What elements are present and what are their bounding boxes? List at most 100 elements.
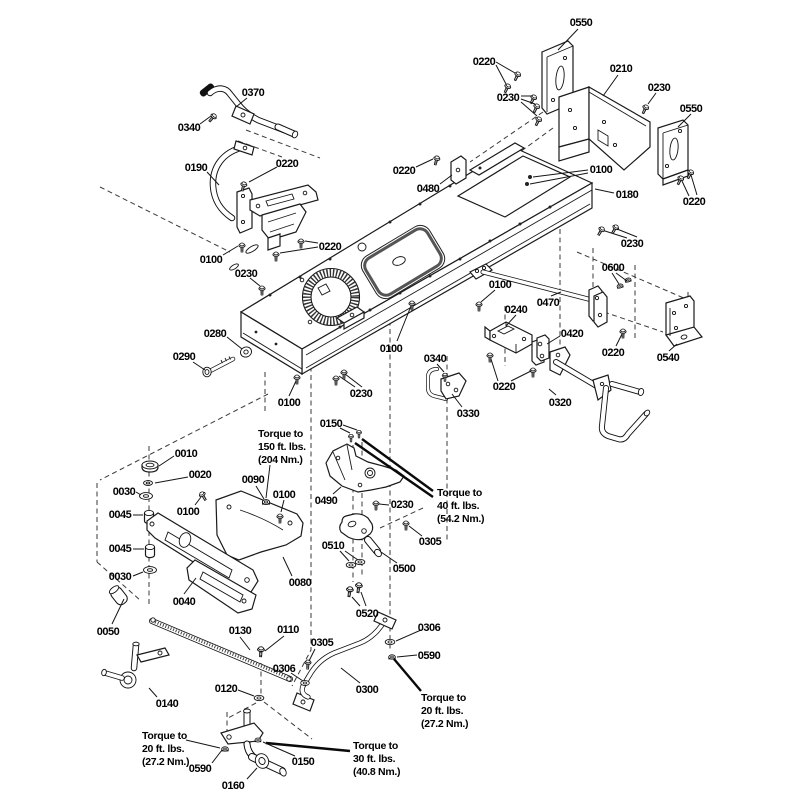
washer-0280: [240, 346, 252, 358]
part-label-0590: 0590: [418, 650, 441, 662]
bracket-0480: [450, 155, 467, 185]
part-label-0230: 0230: [648, 82, 671, 94]
part-label-0100: 0100: [177, 506, 200, 518]
part-label-0100: 0100: [278, 397, 301, 409]
part-label-0090: 0090: [242, 474, 265, 486]
part-label-0370: 0370: [242, 87, 265, 99]
bracket-0210: [558, 85, 651, 171]
leader-lines: [111, 28, 698, 780]
spindle-0140: [101, 641, 170, 689]
part-label-0340: 0340: [424, 353, 447, 365]
part-label-0300: 0300: [356, 684, 379, 696]
spindle-0160: [220, 708, 287, 777]
part-label-0305: 0305: [311, 637, 334, 649]
plate-0080: [215, 490, 304, 561]
part-label-0520: 0520: [356, 608, 379, 620]
part-label-0420: 0420: [561, 328, 584, 340]
part-label-0490: 0490: [315, 495, 338, 507]
part-label-0100: 0100: [200, 254, 223, 266]
part-label-0240: 0240: [505, 304, 528, 316]
part-label-0230: 0230: [391, 499, 414, 511]
part-label-0330: 0330: [457, 408, 480, 420]
part-label-0080: 0080: [289, 577, 312, 589]
part-label-0230: 0230: [621, 238, 644, 250]
bracket-0550-right: [657, 119, 689, 186]
part-label-0190: 0190: [185, 162, 208, 174]
part-label-0100: 0100: [273, 489, 296, 501]
part-label-0150: 0150: [320, 418, 343, 430]
bolt-0290: [202, 356, 236, 378]
rod-0330: [426, 367, 467, 401]
part-label-0600: 0600: [602, 262, 625, 274]
part-label-0150: 0150: [292, 756, 315, 768]
part-label-0590: 0590: [189, 763, 212, 775]
part-label-0050: 0050: [97, 626, 120, 638]
part-label-0110: 0110: [277, 624, 299, 636]
part-label-0160: 0160: [222, 780, 245, 792]
part-label-0340: 0340: [178, 122, 201, 134]
washer-0030-top: [139, 492, 153, 500]
bracket-0540: [665, 295, 704, 347]
tie-rod-0130: [149, 617, 293, 682]
part-label-0230: 0230: [497, 92, 520, 104]
part-label-0550: 0550: [680, 103, 703, 115]
part-label-0220: 0220: [683, 196, 706, 208]
part-label-0100: 0100: [590, 164, 613, 176]
part-label-0010: 0010: [175, 448, 198, 460]
part-label-0120: 0120: [215, 683, 238, 695]
part-label-0045: 0045: [109, 543, 132, 555]
cap-0010: [141, 460, 159, 473]
rod-0370: [199, 83, 299, 139]
bracket-0240: [484, 321, 533, 354]
part-label-0510: 0510: [322, 540, 345, 552]
part-label-0030: 0030: [109, 571, 132, 583]
part-label-0220: 0220: [493, 381, 516, 393]
part-label-0180: 0180: [616, 189, 639, 201]
spacer-0045-bottom: [144, 543, 156, 559]
part-label-0100: 0100: [380, 343, 403, 355]
part-label-0540: 0540: [657, 352, 680, 364]
bellcrank-0500: [339, 513, 382, 558]
part-label-0305: 0305: [419, 536, 442, 548]
fasteners: [197, 70, 696, 752]
link-0420: [531, 334, 550, 366]
part-label-0230: 0230: [350, 388, 373, 400]
part-label-0100: 0100: [489, 279, 512, 291]
tube-0190: [209, 140, 255, 222]
frame-bolt-holes: [254, 166, 552, 346]
part-label-0320: 0320: [549, 397, 572, 409]
seat-support-bar: [468, 142, 526, 176]
washer-0020: [143, 480, 153, 486]
part-label-0040: 0040: [173, 596, 196, 608]
part-label-0470: 0470: [537, 297, 560, 309]
frame-0180: [229, 142, 594, 376]
support-0320: [549, 346, 651, 443]
part-label-0230: 0230: [235, 268, 258, 280]
steering-gear-hole: [301, 267, 361, 327]
part-label-0306: 0306: [418, 622, 441, 634]
part-label-0140: 0140: [156, 698, 179, 710]
part-label-0220: 0220: [473, 56, 496, 68]
part-label-0030: 0030: [113, 486, 136, 498]
part-label-0020: 0020: [189, 469, 212, 481]
part-label-0280: 0280: [204, 328, 227, 340]
part-label-0220: 0220: [276, 158, 299, 170]
part-label-0220: 0220: [319, 241, 342, 253]
torque-arrow-lines: [265, 438, 434, 753]
part-label-0500: 0500: [393, 563, 416, 575]
hitch-bracket-assembly: [236, 184, 319, 251]
part-label-0045: 0045: [109, 509, 132, 521]
frame-right-opening: [456, 155, 572, 218]
part-label-0220: 0220: [602, 347, 625, 359]
washer-0030-bottom: [143, 566, 157, 574]
part-label-0306: 0306: [273, 663, 296, 675]
drag-link-0300: [292, 611, 397, 712]
brace-0470: [469, 263, 608, 328]
